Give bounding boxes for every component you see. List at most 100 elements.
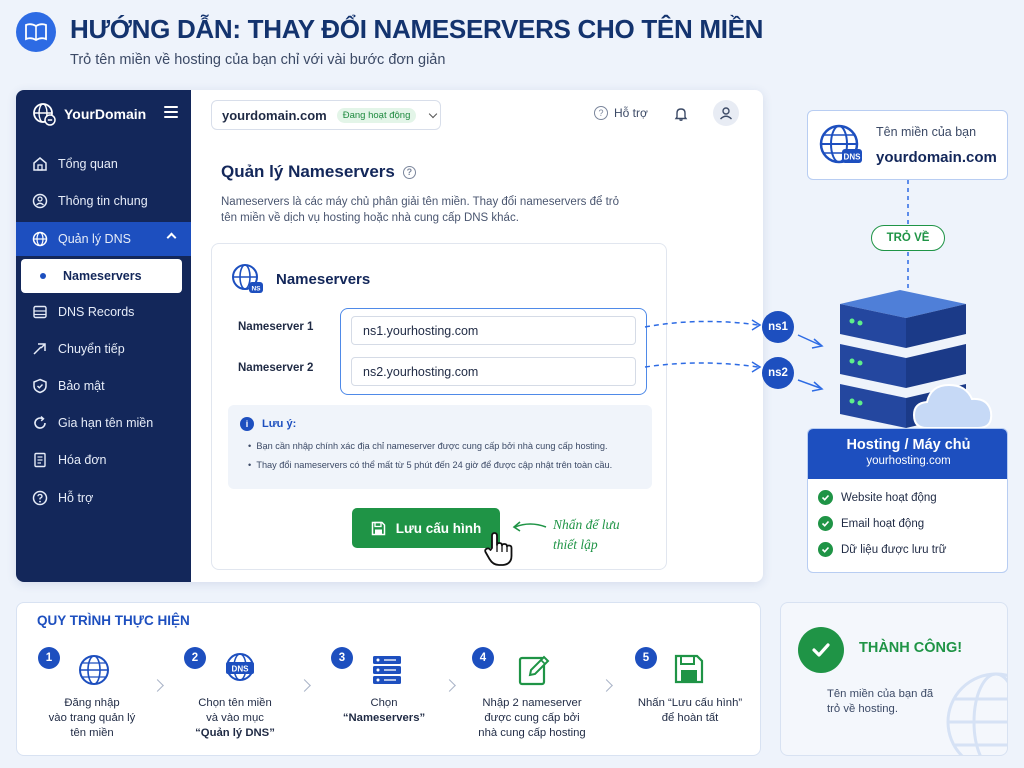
page-title: HƯỚNG DẪN: THAY ĐỔI NAMESERVERS CHO TÊN …: [70, 14, 764, 44]
hosting-box: Hosting / Máy chủ yourhosting.com Websit…: [807, 428, 1008, 573]
sidebar: YourDomain Tổng quan Thông tin chung Quả…: [16, 90, 191, 582]
success-panel: THÀNH CÔNG! Tên miền của bạn đã trỏ về h…: [780, 602, 1008, 756]
section-title: Quản lý Nameservers ?: [221, 162, 416, 182]
section-description: Nameservers là các máy chủ phân giải tên…: [221, 196, 620, 224]
info-icon: [32, 193, 48, 209]
step-number: 2: [184, 647, 206, 669]
sidebar-item-overview[interactable]: Tổng quan: [16, 147, 191, 181]
records-icon: [33, 305, 47, 319]
globe-dns-icon: NS: [232, 264, 263, 293]
dns-icon: DNS: [226, 653, 254, 681]
step-text: Nhấn “Lưu cấu hình”để hoàn tất: [637, 697, 743, 724]
globe-icon: [79, 655, 109, 685]
sidebar-item-security[interactable]: Bảo mật: [16, 369, 191, 403]
step-number: 5: [635, 647, 657, 669]
step-number: 3: [331, 647, 353, 669]
brand[interactable]: YourDomain: [32, 102, 146, 126]
hosting-name: yourhosting.com: [866, 455, 951, 467]
your-domain-box: DNS Tên miền của bạn yourdomain.com: [807, 110, 1008, 180]
bell-icon[interactable]: [673, 106, 689, 127]
svg-text:DNS: DNS: [844, 153, 862, 162]
chevron-right-icon: [298, 679, 311, 692]
shield-icon: [33, 378, 47, 394]
avatar[interactable]: [713, 100, 739, 126]
ns2-bubble: ns2: [762, 357, 794, 389]
success-message: Tên miền của bạn đã trỏ về hosting.: [827, 688, 934, 715]
process-title: QUY TRÌNH THỰC HIỆN: [37, 613, 190, 628]
menu-icon[interactable]: [164, 106, 178, 121]
feature-item: Dữ liệu được lưu trữ: [818, 542, 946, 557]
globe-watermark-icon: [946, 672, 1007, 755]
hosting-title: Hosting / Máy chủ: [846, 437, 971, 453]
points-to-label: TRỎ VỀ: [871, 225, 945, 251]
note-item: • Thay đổi nameservers có thể mất từ 5 p…: [248, 460, 613, 470]
svg-text:DNS: DNS: [232, 665, 250, 674]
connector-lines: [644, 180, 909, 392]
server-stack-icon: [840, 290, 993, 429]
brand-name: YourDomain: [64, 106, 147, 122]
domain-caption: Tên miền của bạn: [876, 125, 977, 139]
help-icon[interactable]: ?: [402, 165, 416, 179]
nameservers-card: NS Nameservers Nameserver 1 Nameserver 2…: [211, 243, 667, 570]
hosting-header: Hosting / Máy chủ yourhosting.com: [808, 429, 1007, 479]
sidebar-item-general-info[interactable]: Thông tin chung: [16, 184, 191, 218]
domain-selector[interactable]: yourdomain.com Đang hoạt động: [211, 100, 441, 130]
edit-icon: [518, 655, 550, 686]
status-badge: Đang hoạt động: [336, 107, 417, 123]
ns1-bubble: ns1: [762, 311, 794, 343]
hand-cursor-icon: [484, 532, 513, 566]
support-link[interactable]: ? Hỗ trợ: [594, 106, 648, 120]
note-box: i Lưu ý: • Bạn cần nhập chính xác địa ch…: [228, 405, 652, 489]
sidebar-item-nameservers[interactable]: Nameservers: [21, 259, 182, 293]
save-icon: [371, 521, 385, 535]
nameserver-1-input[interactable]: [351, 316, 636, 345]
globe-icon: [32, 231, 48, 247]
app-window: YourDomain Tổng quan Thông tin chung Quả…: [16, 90, 763, 582]
save-icon: [674, 654, 704, 684]
check-icon: [818, 542, 833, 557]
nameserver-1-label: Nameserver 1: [238, 321, 314, 333]
sidebar-item-invoices[interactable]: Hóa đơn: [16, 443, 191, 477]
step-text: Chọn“Nameservers”: [342, 697, 426, 724]
note-title: i Lưu ý:: [240, 417, 296, 431]
invoice-icon: [34, 452, 46, 468]
check-icon: [818, 516, 833, 531]
card-header: NS Nameservers: [230, 262, 370, 296]
check-icon: [818, 490, 833, 505]
server-icon: [373, 656, 401, 684]
page-subtitle: Trỏ tên miền về hosting của bạn chỉ với …: [70, 52, 446, 68]
help-icon: ?: [594, 106, 608, 120]
selected-domain: yourdomain.com: [222, 107, 327, 123]
success-check-icon: [798, 627, 844, 673]
feature-item: Email hoạt động: [818, 516, 924, 531]
sidebar-item-forwarding[interactable]: Chuyển tiếp: [16, 332, 191, 366]
chevron-right-icon: [600, 679, 613, 692]
step-number: 4: [472, 647, 494, 669]
sidebar-item-renewal[interactable]: Gia hạn tên miền: [16, 406, 191, 440]
feature-item: Website hoạt động: [818, 490, 937, 505]
chevron-up-icon: [166, 232, 177, 243]
sidebar-item-dns-records[interactable]: DNS Records: [16, 295, 191, 329]
nameserver-2-input[interactable]: [351, 357, 636, 386]
sidebar-item-dns-management[interactable]: Quản lý DNS: [16, 222, 191, 256]
sidebar-item-support[interactable]: Hỗ trợ: [16, 481, 191, 515]
guide-book-icon: [16, 12, 56, 52]
forward-icon: [33, 343, 46, 355]
info-icon: i: [240, 417, 254, 431]
nameserver-inputs: [340, 308, 647, 395]
save-config-button[interactable]: Lưu cấu hình: [352, 508, 500, 548]
step-number: 1: [38, 647, 60, 669]
dot-icon: [40, 273, 46, 279]
hint-arrow-icon: [512, 521, 547, 532]
user-icon: [720, 107, 732, 120]
save-hint: Nhấn để lưu thiết lập: [553, 517, 620, 552]
nameserver-2-label: Nameserver 2: [238, 362, 314, 374]
chevron-right-icon: [151, 679, 164, 692]
chevron-down-icon: [429, 109, 438, 118]
note-item: • Bạn cần nhập chính xác địa chỉ nameser…: [248, 441, 608, 451]
svg-text:NS: NS: [251, 286, 261, 293]
